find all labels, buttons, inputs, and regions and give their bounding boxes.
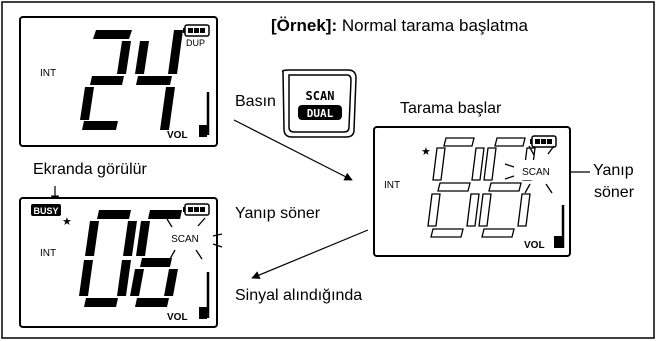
label-blinks-right-1: Yanıp — [593, 162, 634, 179]
key-label-scan: SCAN — [306, 89, 335, 103]
channel-digits — [80, 30, 183, 130]
title-example: [Örnek]: — [271, 16, 338, 35]
lcd-display-busy: BUSY ★ INT 06 SCAN — [19, 197, 223, 328]
scan-indicator: SCAN — [522, 167, 550, 178]
arrow-to-scanning — [233, 119, 353, 181]
channel-digits — [79, 210, 182, 307]
vol-level — [199, 125, 207, 137]
battery-icon — [183, 24, 210, 37]
vol-level — [199, 307, 207, 319]
scan-dual-key[interactable]: SCAN DUAL — [281, 69, 357, 138]
vol-label: VOL — [167, 130, 188, 141]
battery-icon — [530, 135, 557, 148]
int-indicator: INT — [40, 248, 56, 259]
title-text: Normal tarama başlatma — [337, 16, 528, 35]
star-icon: ★ — [421, 146, 431, 158]
blink-rays — [504, 145, 555, 194]
battery-icon — [183, 203, 210, 216]
busy-indicator: BUSY — [33, 206, 58, 216]
label-on-screen: Ekranda görülür — [33, 161, 147, 178]
lcd-display-scanning: INT ★ 88 SCAN — [373, 126, 571, 257]
star-icon: ★ — [62, 216, 72, 228]
lcd-display-initial: INT DUP 24 VOL — [19, 16, 218, 147]
label-scan-starts: Tarama başlar — [400, 100, 502, 117]
label-blinks-right-2: söner — [594, 184, 635, 201]
label-blinks-left: Yanıp söner — [235, 205, 321, 222]
int-indicator: INT — [384, 180, 400, 191]
dup-indicator: DUP — [186, 38, 205, 48]
blink-rays — [166, 217, 223, 260]
vol-label: VOL — [524, 240, 545, 251]
arrow-to-signal — [251, 229, 369, 279]
page-title: [Örnek]: Normal tarama başlatma — [271, 16, 528, 36]
scan-indicator: SCAN — [171, 234, 199, 245]
label-signal-received: Sinyal alındığında — [235, 287, 363, 304]
key-label-dual: DUAL — [307, 107, 334, 120]
int-indicator: INT — [40, 68, 56, 79]
vol-label: VOL — [167, 312, 188, 323]
vol-level — [554, 236, 562, 248]
label-press: Basın — [235, 93, 276, 110]
busy-badge — [31, 204, 61, 216]
